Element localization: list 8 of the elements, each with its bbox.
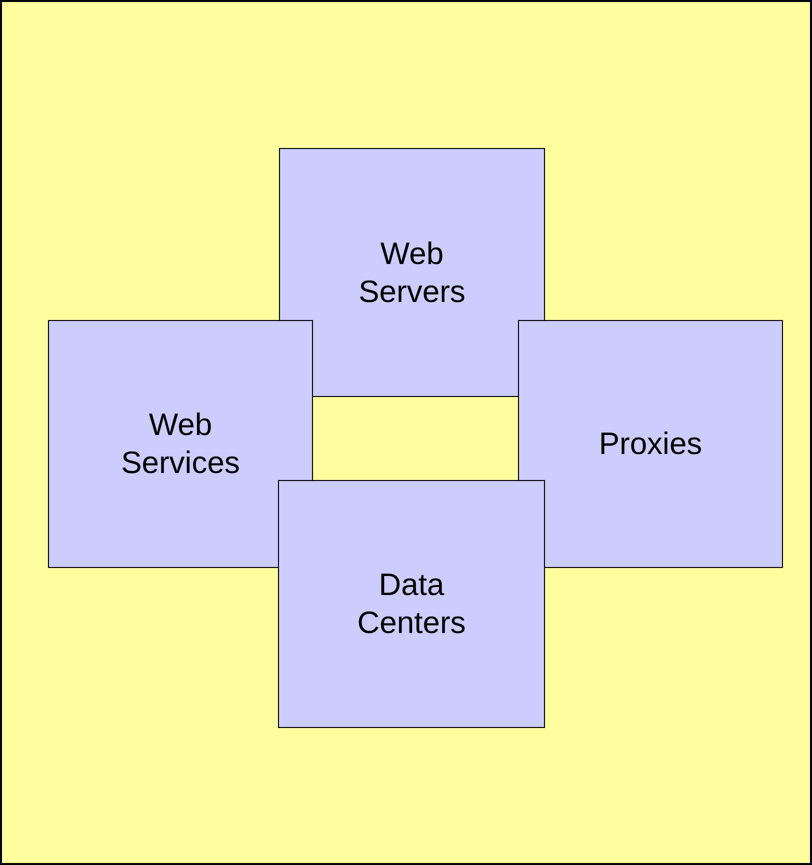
box-label: Web Servers [358,234,466,310]
process-box [278,480,545,728]
box-label: Proxies [598,425,702,463]
process-box [48,320,313,568]
process-box [518,320,783,568]
box-label: Data Centers [356,566,467,642]
process-box [279,148,545,397]
box-label: Web Services [120,406,241,482]
